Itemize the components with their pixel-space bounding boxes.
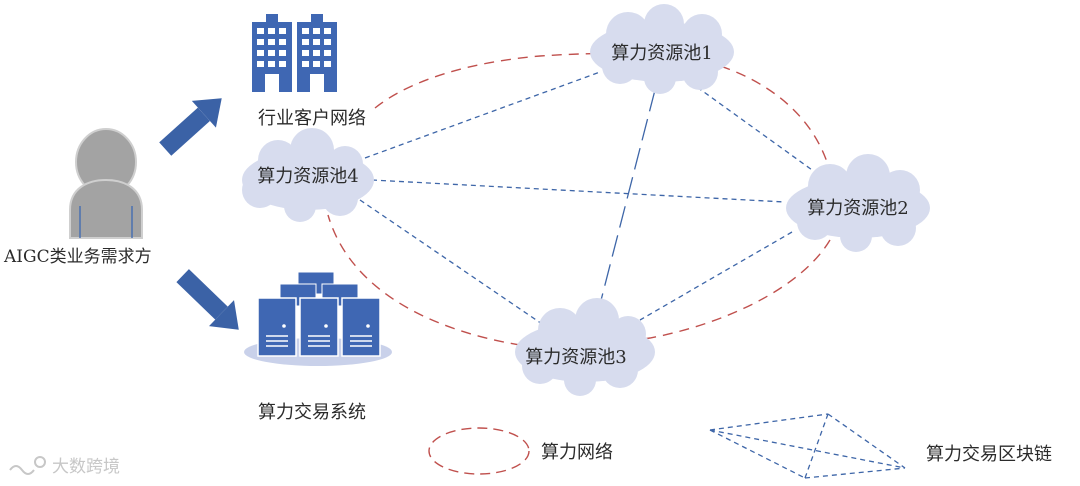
cloud-pool1 xyxy=(590,4,734,94)
watermark-logo-icon xyxy=(9,456,46,475)
industry-network-label: 行业客户网络 xyxy=(258,108,366,129)
cloud-pool3 xyxy=(515,298,655,396)
link-pool1-pool2 xyxy=(689,81,827,181)
computing-network-ring xyxy=(327,52,831,347)
arrow-to-trading-system-icon xyxy=(176,269,239,330)
legend-network-icon xyxy=(428,427,530,475)
legend-blockchain-label: 算力交易区块链 xyxy=(926,444,1052,465)
demand-party-label: AIGC类业务需求方 xyxy=(3,247,152,267)
pool1-label: 算力资源池1 xyxy=(611,43,712,64)
legend-network-label: 算力网络 xyxy=(541,442,613,463)
arrow-to-industry-network-icon xyxy=(159,98,222,156)
link-pool4-pool2 xyxy=(371,179,786,203)
link-pool1-pool3 xyxy=(597,89,656,313)
legend-blockchain-icon xyxy=(709,413,906,479)
blockchain-links xyxy=(359,71,827,329)
link-pool4-pool1 xyxy=(364,71,601,159)
trading-system-label: 算力交易系统 xyxy=(258,402,366,423)
user-silhouette-icon xyxy=(69,128,143,239)
cloud-pool2 xyxy=(786,154,930,252)
link-pool2-pool3 xyxy=(639,231,793,321)
link-pool4-pool3 xyxy=(359,199,549,329)
watermark-text: 大数跨境 xyxy=(52,457,120,477)
pool3-label: 算力资源池3 xyxy=(525,347,626,368)
office-building-icon xyxy=(252,14,337,92)
cloud-pool4 xyxy=(242,128,374,222)
pool2-label: 算力资源池2 xyxy=(807,198,908,219)
server-rack-icon xyxy=(244,271,392,366)
pool4-label: 算力资源池4 xyxy=(257,166,358,187)
